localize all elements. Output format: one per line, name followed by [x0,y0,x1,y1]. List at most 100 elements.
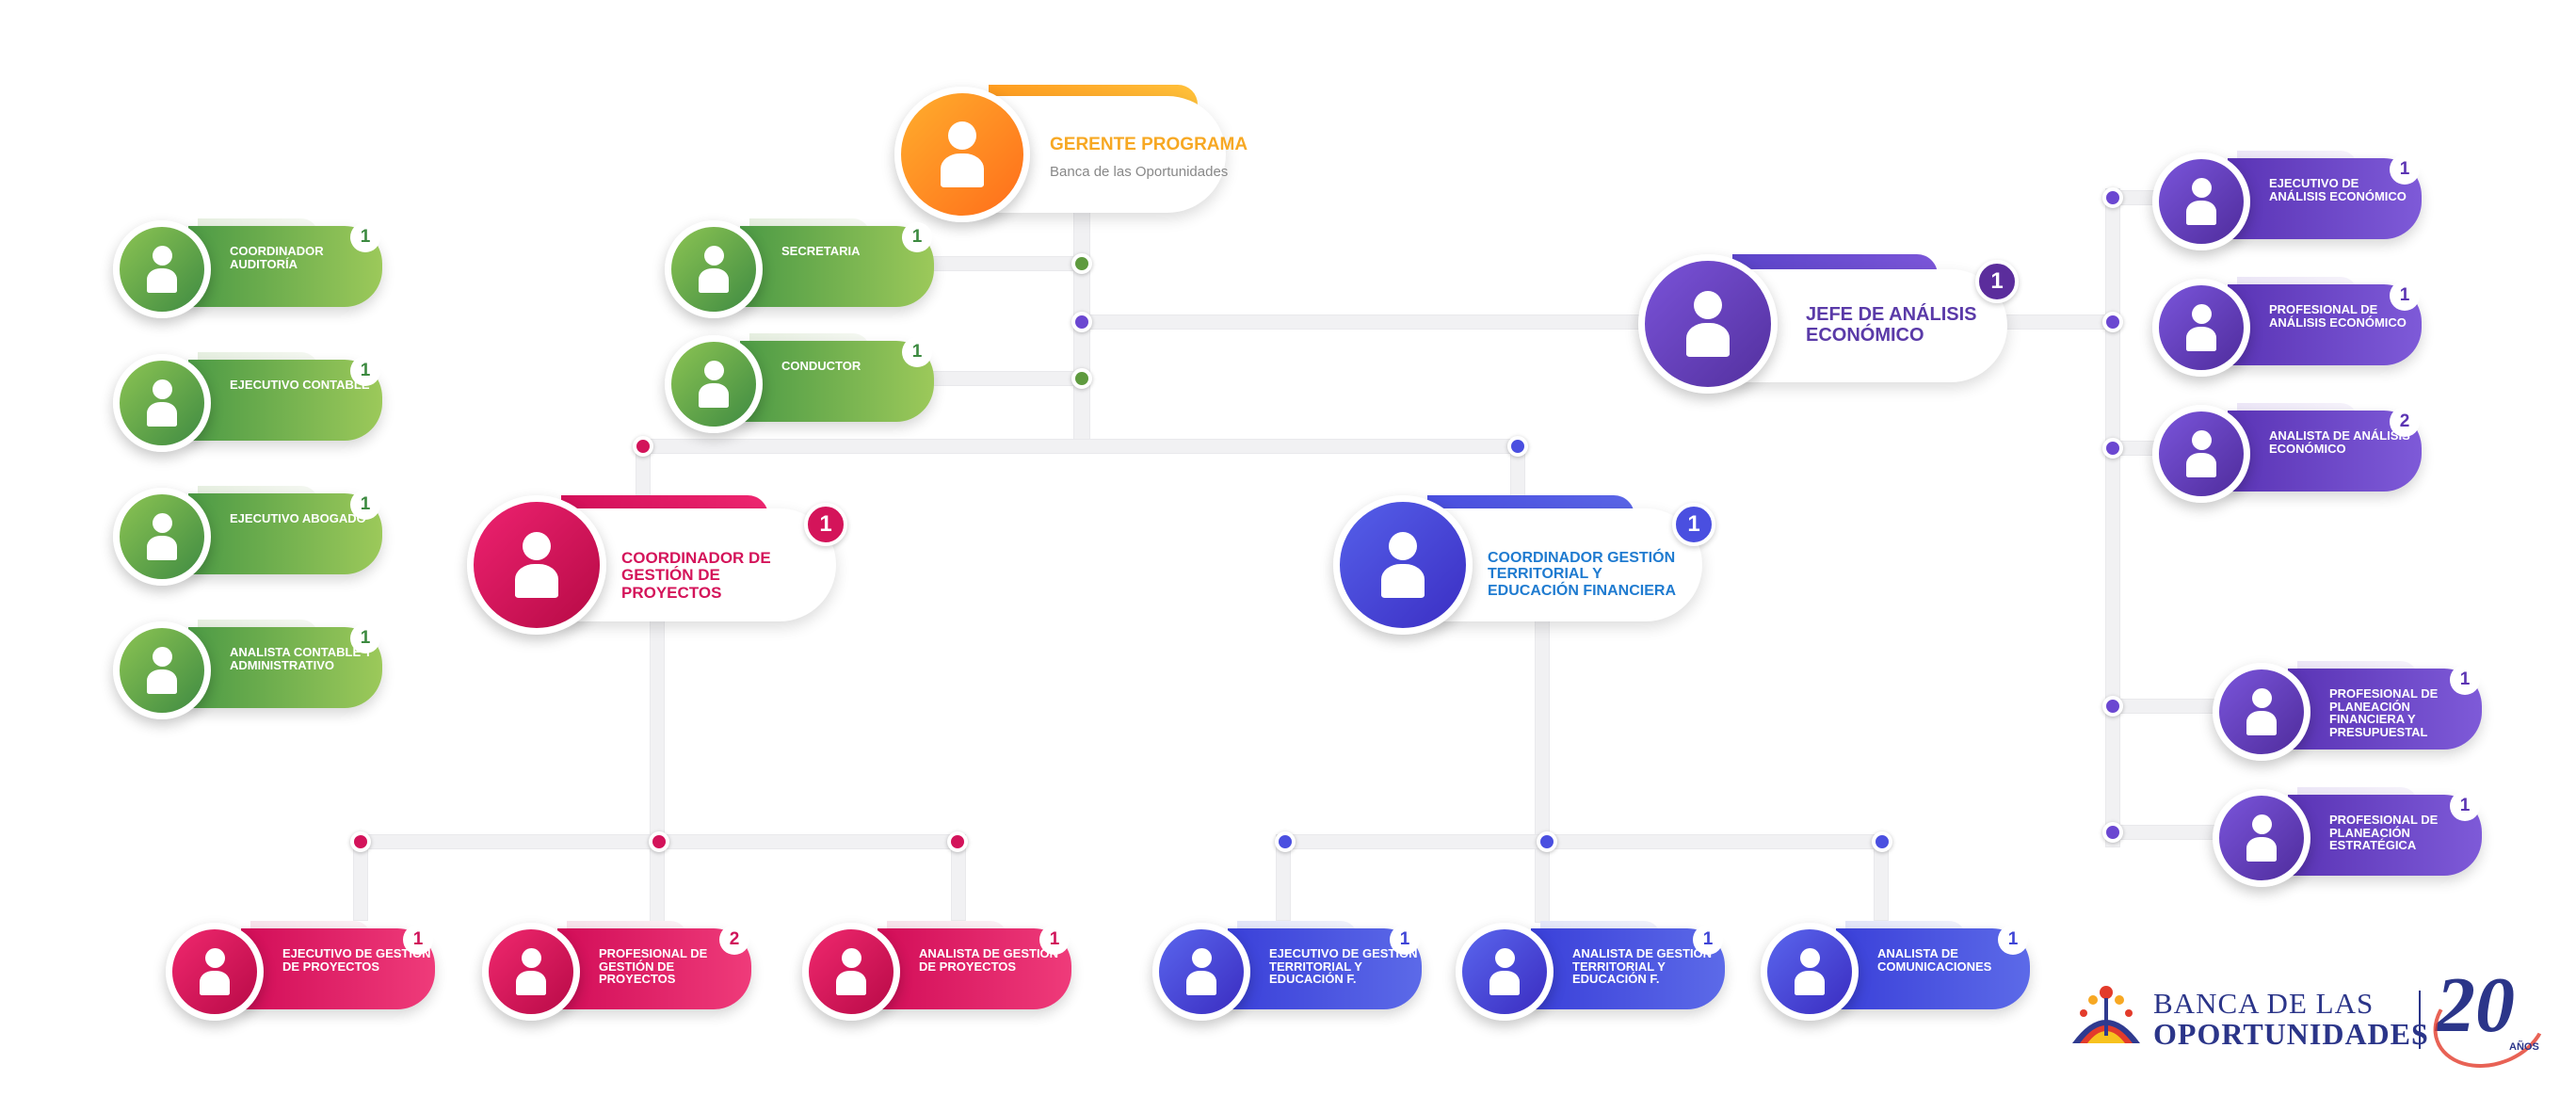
count-badge: 1 [1975,260,2019,303]
node-profesional-planeacion-financiera: PROFESIONAL DE PLANEACIÓN FINANCIERA Y P… [2213,661,2495,761]
node-card [2228,158,2422,239]
node-analista-gestion-territorial: ANALISTA DE GESTIÓN TERRITORIAL Y EDUCAC… [1456,921,1738,1021]
person-icon [1489,948,1520,995]
person-icon [147,246,177,293]
person-icon [836,948,866,995]
node-card [557,928,751,1009]
count-badge: 1 [403,925,433,955]
connector-line [2105,188,2120,847]
node-card [877,928,1071,1009]
connector-dot [1071,312,1092,332]
node-card [1427,508,1702,621]
person-icon [1381,532,1425,598]
node-title: GERENTE PROGRAMA [1050,135,1248,154]
node-avatar [1638,254,1778,394]
brand-logo: BANCA DE LAS OPORTUNIDADES 20 AÑOS [2067,959,2561,1084]
person-icon [1186,948,1216,995]
count-badge: 1 [1998,925,2028,955]
node-card [2228,411,2422,492]
node-card [1836,928,2030,1009]
count-badge: 1 [1672,503,1715,546]
connector-dot [2102,312,2123,332]
person-icon [147,647,177,694]
node-avatar [2152,405,2250,503]
node-coordinador-proyectos: COORDINADOR DE GESTIÓN DE PROYECTOS 1 [467,492,862,642]
person-icon [2186,304,2216,351]
connector-dot [350,831,371,852]
node-title: ANALISTA DE ANÁLISIS ECONÓMICO [2269,428,2410,456]
logo-line-2: OPORTUNIDADES [2153,1017,2429,1051]
connector-dot [1071,253,1092,274]
node-title: EJECUTIVO ABOGADO [230,511,366,525]
node-title: ANALISTA DE GESTIÓN TERRITORIAL Y EDUCAC… [1572,946,1713,987]
count-badge: 1 [1693,925,1723,955]
connector-dot [1537,831,1557,852]
connector-dot [633,436,653,457]
node-title: SECRETARIA [781,244,861,258]
logo-divider [2419,991,2421,1049]
node-title: ANALISTA DE GESTIÓN DE PROYECTOS [919,946,1059,974]
connector-line [650,612,665,923]
count-badge: 1 [2390,281,2420,311]
count-badge: 1 [1039,925,1070,955]
connector-dot [947,831,968,852]
count-badge: 1 [1390,925,1420,955]
node-jefe-analisis: JEFE DE ANÁLISIS ECONÓMICO 1 [1638,247,2034,397]
person-icon [941,121,984,187]
node-avatar [113,220,211,318]
anniversary-number: 20 [2436,961,2515,1049]
node-card [1228,928,1422,1009]
node-title: PROFESIONAL DE GESTIÓN DE PROYECTOS [599,946,708,987]
node-title: COORDINADOR GESTIÓN TERRITORIAL Y EDUCAC… [1488,550,1676,599]
person-icon [1686,291,1730,357]
node-title: COORDINADOR DE GESTIÓN DE PROYECTOS [621,549,771,602]
node-title: EJECUTIVO DE GESTIÓN DE PROYECTOS [282,946,431,974]
node-gerente-programa: GERENTE PROGRAMA Banca de las Oportunida… [894,83,1271,224]
count-badge: 1 [2390,154,2420,185]
person-icon [515,532,558,598]
node-title: CONDUCTOR [781,359,861,373]
node-avatar [1152,923,1250,1021]
node-avatar [166,923,264,1021]
connector-dot [1071,368,1092,389]
node-card [188,627,382,708]
node-avatar [2213,789,2310,887]
connector-line [636,439,1525,454]
node-card [188,226,382,307]
node-subtitle: Banca de las Oportunidades [1050,164,1229,180]
person-icon [2186,430,2216,477]
node-card [2288,795,2482,876]
node-card [561,508,836,621]
node-coordinador-territorial: COORDINADOR GESTIÓN TERRITORIAL Y EDUCAC… [1333,492,1729,642]
logo-emblem-icon [2072,986,2140,1043]
person-icon [2246,688,2277,735]
node-card [241,928,435,1009]
node-avatar [467,495,606,635]
node-title: EJECUTIVO CONTABLE [230,378,370,392]
node-card [188,493,382,574]
node-card [188,360,382,441]
node-title: ANALISTA DE COMUNICACIONES [1877,946,1992,974]
count-badge: 1 [350,490,380,520]
node-avatar [2152,153,2250,250]
node-card [740,226,934,307]
logo-line-1: BANCA DE LAS [2153,987,2375,1020]
node-avatar [1456,923,1554,1021]
connector-dot [2102,438,2123,459]
node-avatar [113,488,211,586]
count-badge: 1 [350,356,380,386]
node-title: JEFE DE ANÁLISIS ECONÓMICO [1806,304,1977,346]
node-card [2228,284,2422,365]
node-card [2288,669,2482,749]
node-avatar [482,923,580,1021]
connector-line [1083,314,1666,330]
person-icon [699,361,729,408]
node-title: COORDINADOR AUDITORÍA [230,244,324,271]
